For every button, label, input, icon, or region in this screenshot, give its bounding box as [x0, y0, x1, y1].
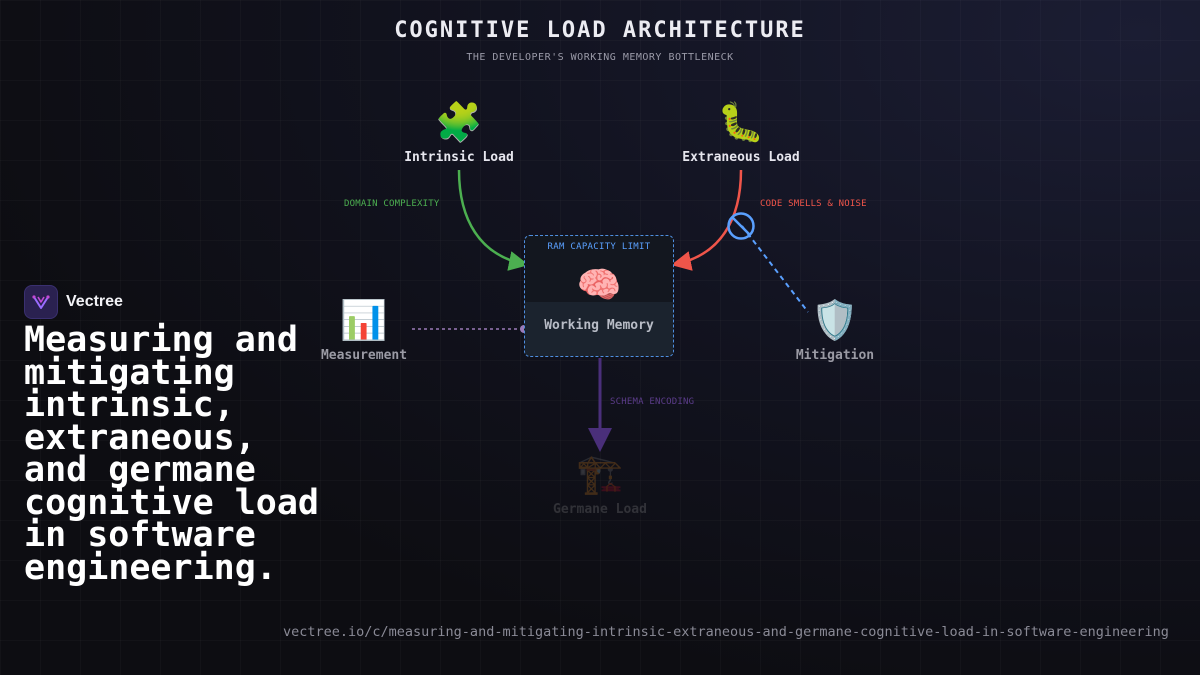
node-label: Intrinsic Load: [404, 150, 514, 165]
node-label: Extraneous Load: [682, 150, 800, 165]
node-label: Mitigation: [795, 348, 875, 363]
working-memory-label: Working Memory: [544, 318, 654, 333]
edge-label-code-smells: CODE SMELLS & NOISE: [760, 199, 867, 209]
node-measurement: 📊 Measurement: [274, 298, 454, 363]
capacity-limit-label: RAM CAPACITY LIMIT: [547, 242, 651, 252]
bug-icon: 🐛: [717, 100, 765, 144]
node-extraneous-load: 🐛 Extraneous Load: [651, 100, 831, 165]
node-mitigation: 🛡️ Mitigation: [745, 298, 925, 363]
construction-crane-icon: 🏗️: [576, 452, 624, 496]
diagram-subtitle: THE DEVELOPER'S WORKING MEMORY BOTTLENEC…: [466, 52, 734, 63]
shield-icon: 🛡️: [811, 298, 859, 342]
block-icon: [727, 212, 755, 240]
headline: Measuring and mitigating intrinsic, extr…: [24, 320, 320, 588]
edge-mitigation-block: [741, 225, 809, 313]
node-label: Germane Load: [553, 502, 647, 517]
edge-label-schema-encoding: SCHEMA ENCODING: [610, 397, 695, 407]
brand-name: Vectree: [66, 293, 123, 310]
bar-chart-icon: 📊: [340, 298, 388, 342]
node-intrinsic-load: 🧩 Intrinsic Load: [369, 100, 549, 165]
vectree-logo-icon: [24, 285, 58, 319]
working-memory-box: RAM CAPACITY LIMIT Working Memory 🧠: [524, 235, 674, 357]
working-memory-panel: Working Memory: [525, 302, 673, 356]
edge-extraneous-to-memory: [671, 169, 743, 271]
diagram-title: COGNITIVE LOAD ARCHITECTURE: [394, 18, 806, 43]
brain-icon: 🧠: [576, 265, 622, 306]
puzzle-icon: 🧩: [435, 100, 483, 144]
brand: Vectree: [24, 285, 123, 319]
node-germane-load: 🏗️ Germane Load: [510, 452, 690, 517]
page-url: vectree.io/c/measuring-and-mitigating-in…: [283, 624, 1169, 640]
edge-label-domain-complexity: DOMAIN COMPLEXITY: [344, 199, 440, 209]
edge-intrinsic-to-memory: [457, 169, 529, 271]
node-label: Measurement: [320, 348, 408, 363]
